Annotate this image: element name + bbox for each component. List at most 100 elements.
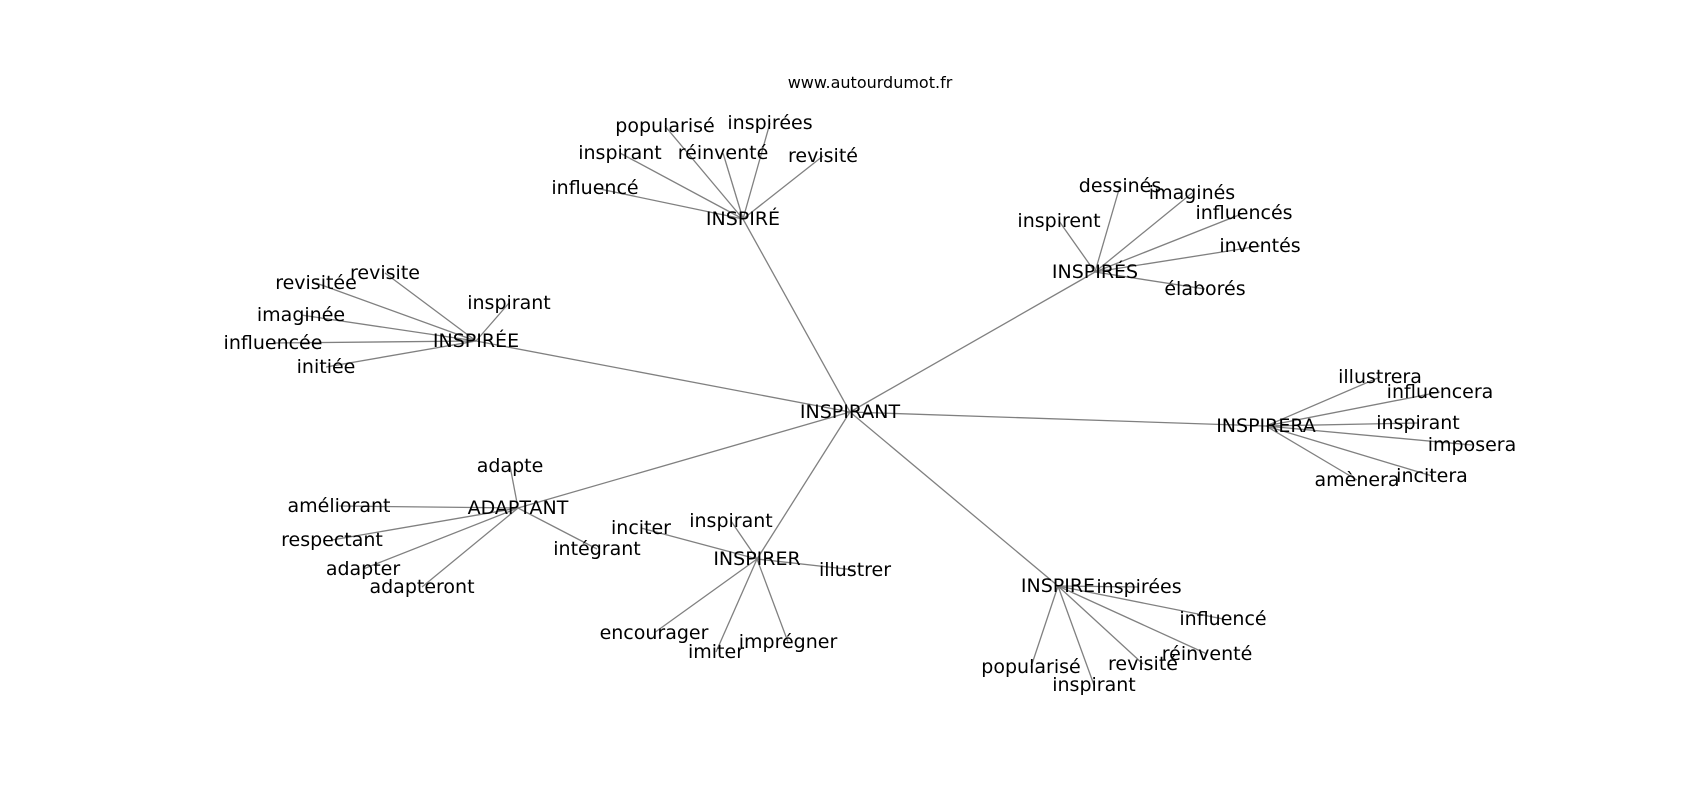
edge-inspirera-imposera [1265, 425, 1473, 446]
edge-inspires_pl-elabores [1094, 271, 1206, 290]
edge-inspirer-inciter [640, 527, 758, 560]
edge-inspire_acc-popularise [664, 125, 744, 220]
leaf-node-adaptant-adapter: adapter [326, 558, 401, 580]
edge-center-inspirer [756, 411, 851, 560]
leaf-node-adaptant-adapte: adapte [477, 455, 544, 477]
edge-inspiree-revisite [384, 272, 477, 342]
leaf-node-inspiree-revisitee: revisitée [275, 272, 357, 294]
edge-adaptant-adapte [509, 465, 519, 509]
edge-inspirera-incitera [1265, 425, 1433, 477]
leaf-node-inspirer-impregner: imprégner [739, 631, 838, 653]
leaf-node-inspire_acc-popularise: popularisé [615, 115, 714, 137]
edge-center-inspire_acc [742, 218, 851, 413]
edge-inspirera-illustrera [1265, 376, 1381, 427]
edge-inspirera-influencera [1265, 391, 1441, 427]
leaf-node-inspire-influence: influencé [1179, 608, 1266, 630]
leaf-node-inspiree-initiee: initiée [297, 356, 356, 378]
leaf-node-inspire_acc-reinvente: réinventé [678, 142, 769, 164]
leaf-node-inspirera-illustrera: illustrera [1338, 366, 1422, 388]
hub-node-inspirer: INSPIRER [713, 548, 800, 570]
leaf-node-inspire-inspirees: inspirées [1096, 576, 1181, 598]
leaf-node-inspirera-amenera: amènera [1314, 469, 1399, 491]
leaf-node-inspire-revisite: revisité [1108, 653, 1178, 675]
edge-adaptant-adapter [362, 507, 519, 570]
edge-center-inspire [849, 411, 1059, 587]
leaf-node-inspires_pl-elabores: élaborés [1164, 278, 1245, 300]
leaf-node-inspire_acc-revisite: revisité [788, 145, 858, 167]
edge-inspire_acc-reinvente [722, 152, 744, 220]
leaf-node-inspires_pl-inspirent: inspirent [1017, 210, 1100, 232]
edge-inspire-revisite [1057, 585, 1144, 665]
leaf-node-inspirera-incitera: incitera [1396, 465, 1468, 487]
leaf-node-inspirera-imposera: imposera [1428, 434, 1517, 456]
leaf-node-inspire-reinvente: réinventé [1162, 643, 1253, 665]
edge-center-inspires_pl [849, 271, 1096, 413]
leaf-node-inspiree-influencee: influencée [224, 332, 323, 354]
edge-inspires_pl-inspirent [1058, 220, 1096, 273]
leaf-node-inspirera-inspirant: inspirant [1376, 412, 1460, 434]
edge-inspirera-inspirant [1265, 422, 1419, 427]
hub-node-adaptant: ADAPTANT [468, 497, 569, 519]
leaf-node-inspire_acc-inspirant: inspirant [578, 142, 662, 164]
edge-inspirer-illustrer [756, 558, 856, 571]
edge-inspire-influence [1057, 585, 1224, 620]
edge-layer [272, 122, 1473, 686]
leaf-node-inspiree-imaginee: imaginée [257, 304, 345, 326]
edge-inspirer-inspirant [730, 520, 758, 560]
leaf-node-inspires_pl-imagines: imaginés [1149, 182, 1235, 204]
edge-inspiree-imaginee [300, 314, 477, 342]
leaf-node-inspirera-influencera: influencera [1387, 381, 1494, 403]
edge-inspirer-encourager [653, 558, 758, 634]
leaf-node-inspires_pl-inventes: inventés [1219, 235, 1300, 257]
leaf-node-inspirer-imiter: imiter [688, 641, 744, 663]
edge-center-adaptant [517, 411, 851, 509]
edge-inspires_pl-influences [1094, 212, 1245, 273]
leaf-node-inspirer-inspirant: inspirant [689, 510, 773, 532]
edge-inspirer-impregner [756, 558, 789, 643]
edge-adaptant-integrant [517, 507, 598, 550]
center-node-label: INSPIRANT [800, 401, 901, 423]
edge-inspire_acc-revisite [742, 155, 824, 220]
edge-inspire_acc-inspirees [742, 122, 771, 220]
edge-inspires_pl-inventes [1094, 245, 1261, 273]
hub-node-inspirera: INSPIRERA [1216, 415, 1316, 437]
hub-node-inspire: INSPIRE [1021, 575, 1095, 597]
edge-inspire-inspirees [1057, 585, 1140, 588]
leaf-node-inspirer-illustrer: illustrer [819, 559, 891, 581]
leaf-node-inspires_pl-influences: influencés [1195, 202, 1292, 224]
edge-inspiree-inspirant [475, 302, 510, 342]
edge-inspire-inspirant [1057, 585, 1095, 686]
edge-adaptant-adapteront [421, 507, 519, 588]
leaf-node-inspire_acc-inspirees: inspirées [727, 112, 812, 134]
edge-inspirer-imiter [715, 558, 758, 653]
leaf-node-inspiree-inspirant: inspirant [467, 292, 551, 314]
edge-inspiree-initiee [325, 340, 477, 368]
hub-node-inspiree: INSPIRÉE [433, 329, 519, 352]
hub-node-inspire_acc: INSPIRÉ [706, 207, 780, 230]
hub-node-inspires_pl: INSPIRÉS [1052, 260, 1138, 283]
leaf-node-adaptant-integrant: intégrant [553, 538, 640, 560]
edge-inspire-reinvente [1057, 585, 1208, 655]
edge-inspire-popularise [1030, 585, 1059, 668]
leaf-node-inspire_acc-influence: influencé [551, 177, 638, 199]
edge-inspirera-amenera [1265, 425, 1358, 481]
leaf-node-adaptant-respectant: respectant [281, 529, 383, 551]
leaf-node-adaptant-adapteront: adapteront [369, 576, 474, 598]
leaf-node-inspire-inspirant: inspirant [1052, 674, 1136, 696]
leaf-node-inspirer-inciter: inciter [611, 517, 671, 539]
leaf-node-inspire-popularise: popularisé [981, 656, 1080, 678]
edge-inspires_pl-imagines [1094, 192, 1193, 273]
edge-inspiree-revisitee [315, 282, 477, 342]
edge-center-inspirera [849, 411, 1267, 427]
leaf-node-inspirer-encourager: encourager [600, 622, 709, 644]
leaf-node-inspires_pl-dessines: dessinés [1079, 175, 1161, 197]
edge-adaptant-ameliorant [338, 505, 519, 509]
edge-center-inspiree [475, 340, 851, 413]
leaf-node-adaptant-ameliorant: améliorant [288, 495, 391, 517]
source-watermark: www.autourdumot.fr [788, 73, 953, 92]
edge-inspire_acc-inspirant [619, 152, 744, 220]
edge-inspires_pl-dessines [1094, 185, 1121, 273]
edge-inspiree-influencee [272, 340, 477, 344]
leaf-node-inspiree-revisite: revisite [350, 262, 420, 284]
